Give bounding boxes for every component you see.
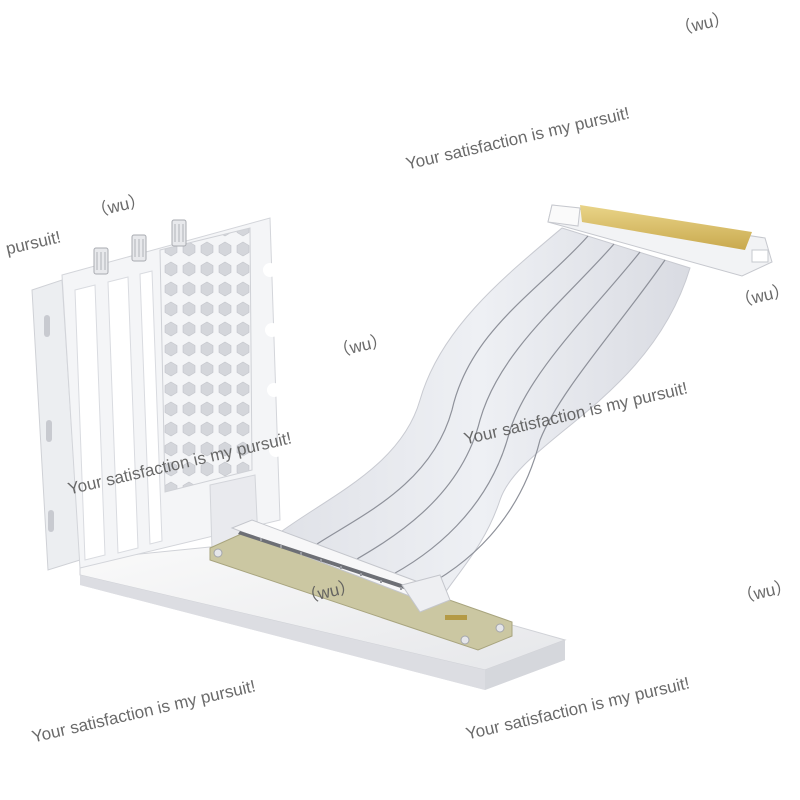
bracket-side-wall — [31, 279, 81, 571]
thumb-screws — [93, 219, 187, 275]
ribbon-cable — [268, 227, 691, 601]
thumb-screw-3 — [171, 219, 187, 247]
thumb-screw-2 — [131, 234, 147, 262]
top-connector — [547, 204, 773, 277]
thumb-screw-1 — [93, 247, 109, 275]
bracket-frame — [61, 217, 283, 569]
slot-board — [209, 519, 513, 651]
